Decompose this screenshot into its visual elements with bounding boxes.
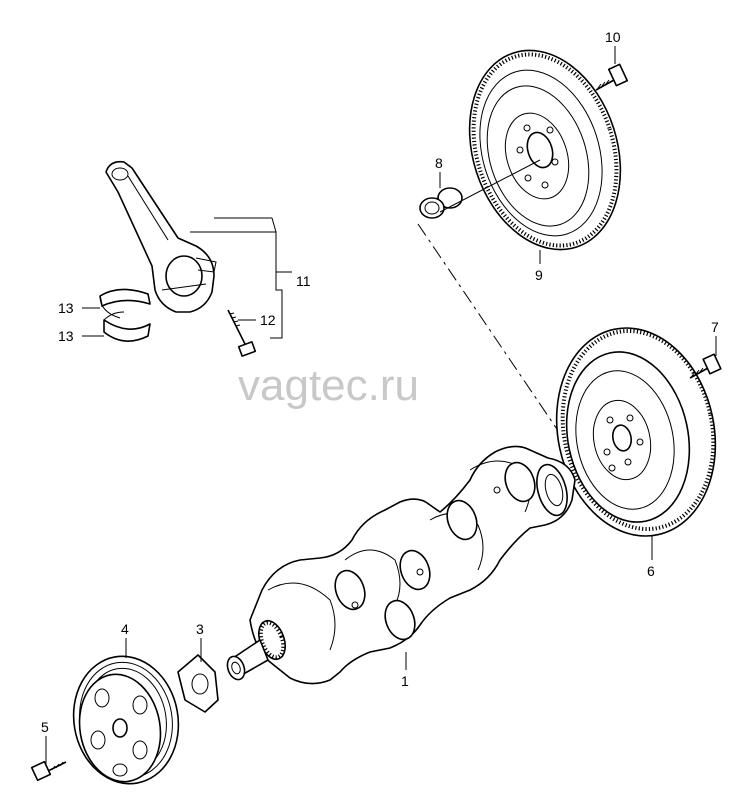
callout-9: 9 — [535, 267, 543, 283]
bolt-icon[interactable] — [227, 309, 257, 357]
belt-pulley-icon[interactable] — [64, 648, 189, 792]
callout-3: 3 — [196, 621, 204, 637]
callout-13-lower: 13 — [58, 328, 74, 344]
callout-6: 6 — [647, 563, 655, 579]
dual-mass-flywheel-icon[interactable] — [445, 31, 645, 270]
callout-10: 10 — [605, 29, 621, 45]
callout-7: 7 — [711, 319, 719, 335]
connecting-rod-icon[interactable] — [105, 160, 217, 313]
callout-4: 4 — [121, 621, 129, 637]
callout-8: 8 — [435, 155, 443, 171]
bearing-shell-icon[interactable] — [99, 288, 151, 319]
leader-lines — [45, 46, 717, 764]
bearing-shell-icon[interactable] — [103, 311, 151, 342]
callout-11: 11 — [296, 273, 311, 289]
bolt-icon[interactable] — [689, 353, 722, 379]
flywheel-icon[interactable] — [538, 313, 734, 551]
watermark-text: vagtec.ru — [238, 361, 419, 410]
crankshaft-icon[interactable] — [224, 445, 576, 685]
needle-bearing-icon[interactable] — [419, 187, 463, 219]
callout-13-upper: 13 — [58, 300, 74, 316]
washer-icon[interactable] — [177, 654, 219, 713]
callout-5: 5 — [41, 719, 49, 735]
callout-1: 1 — [401, 673, 409, 689]
callout-12: 12 — [260, 312, 276, 328]
bolt-icon[interactable] — [30, 760, 67, 782]
bolt-icon[interactable] — [595, 63, 629, 91]
